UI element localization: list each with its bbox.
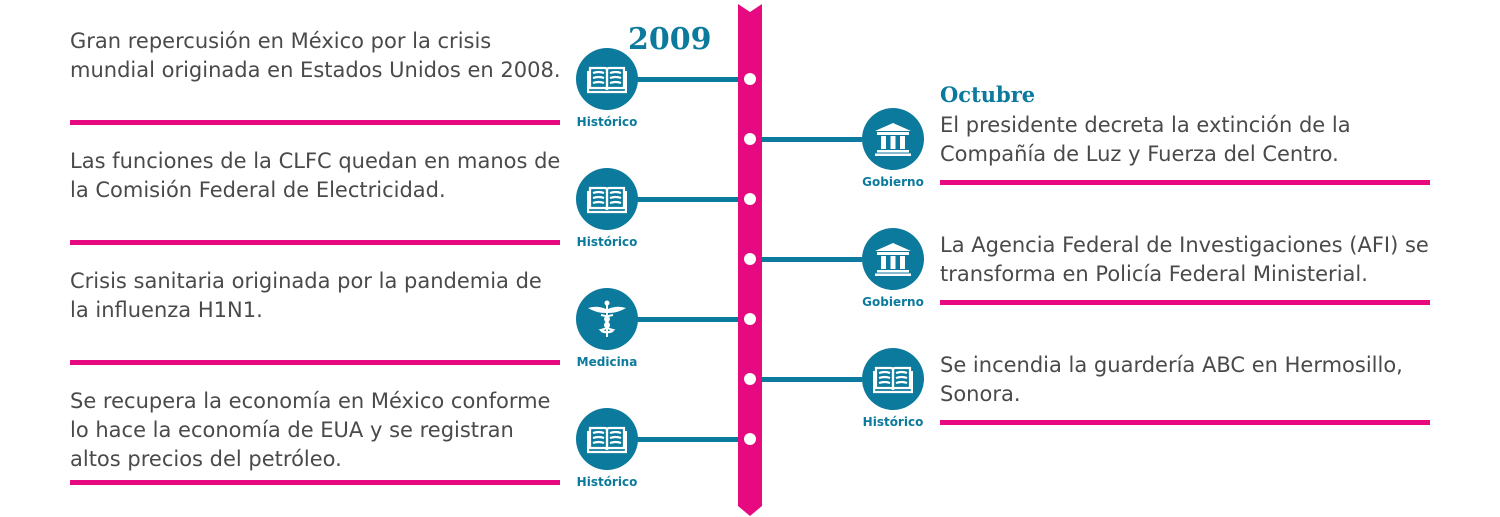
event-text: Se recupera la economía en México confor… — [70, 389, 551, 471]
connector-line — [762, 377, 862, 382]
event-underline — [70, 120, 560, 125]
event-underline — [940, 420, 1430, 425]
connector-line — [762, 137, 862, 142]
timeline-dot — [744, 433, 756, 445]
connector-line — [636, 437, 738, 442]
event-underline — [70, 360, 560, 365]
book-icon — [576, 48, 638, 110]
category-label: Histórico — [576, 235, 638, 249]
category-label: Gobierno — [862, 295, 924, 309]
book-icon — [576, 168, 638, 230]
book-icon — [862, 348, 924, 410]
event-underline — [940, 300, 1430, 305]
event-text: La Agencia Federal de Investigaciones (A… — [940, 233, 1429, 286]
year-heading: 2009 — [628, 22, 712, 57]
event-text: Crisis sanitaria originada por la pandem… — [70, 269, 542, 322]
event-underline — [70, 480, 560, 485]
connector-line — [636, 77, 738, 82]
event-text: Gran repercusión en México por la crisis… — [70, 29, 561, 82]
government-building-icon — [862, 108, 924, 170]
connector-line — [636, 197, 738, 202]
category-label: Histórico — [576, 115, 638, 129]
timeline-dot — [744, 313, 756, 325]
government-building-icon — [862, 228, 924, 290]
event-text: Se incendia la guardería ABC en Hermosil… — [940, 353, 1403, 406]
category-label: Medicina — [576, 355, 638, 369]
event-text: Las funciones de la CLFC quedan en manos… — [70, 149, 561, 202]
book-icon — [576, 408, 638, 470]
category-label: Gobierno — [862, 175, 924, 189]
timeline-dot — [744, 253, 756, 265]
connector-line — [636, 317, 738, 322]
timeline-dot — [744, 133, 756, 145]
timeline-dot — [744, 73, 756, 85]
category-label: Histórico — [862, 415, 924, 429]
connector-line — [762, 257, 862, 262]
category-label: Histórico — [576, 475, 638, 489]
event-text: El presidente decreta la extinción de la… — [940, 113, 1351, 166]
timeline-dot — [744, 193, 756, 205]
event-underline — [70, 240, 560, 245]
event-underline — [940, 180, 1430, 185]
month-heading: Octubre — [940, 82, 1036, 107]
caduceus-icon — [576, 288, 638, 350]
timeline-dot — [744, 373, 756, 385]
